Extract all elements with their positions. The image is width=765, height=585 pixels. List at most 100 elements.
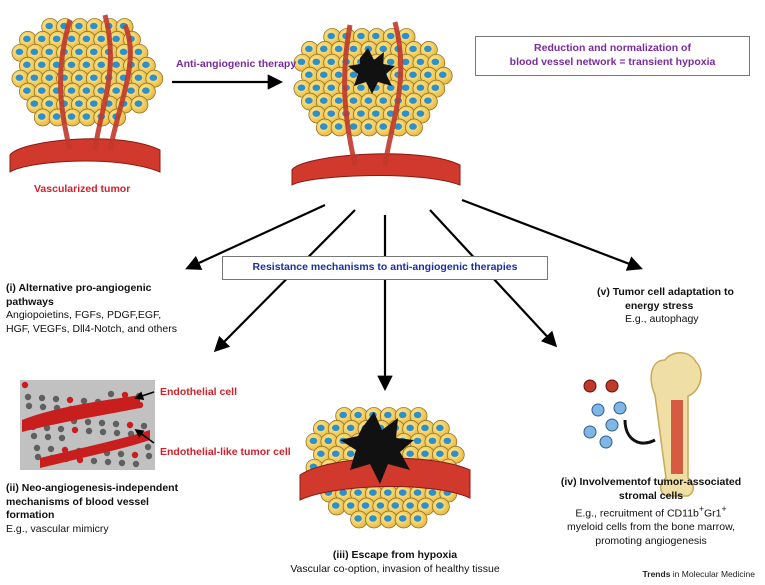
cell-nucleus <box>357 32 365 40</box>
cell-nucleus <box>331 450 340 457</box>
cell-nucleus <box>357 84 365 91</box>
cell-nucleus <box>406 424 414 432</box>
mechanism-ii: (ii) Neo-angiogenesis-independent mechan… <box>6 482 246 536</box>
cell-nucleus <box>37 35 46 43</box>
mimicry-cell <box>44 433 52 441</box>
cell-nucleus <box>312 58 321 66</box>
mimicry-cell <box>84 418 92 426</box>
cell-nucleus <box>112 35 120 43</box>
cell-nucleus <box>450 450 459 457</box>
cell-nucleus <box>386 32 395 40</box>
cell-nucleus <box>319 123 328 130</box>
cell-nucleus <box>424 45 432 53</box>
cell-nucleus <box>401 110 410 117</box>
mimicry-cell <box>90 457 98 465</box>
mechanism-i: (i) Alternative pro-angiogenic pathways … <box>6 282 206 336</box>
cell-nucleus <box>346 424 355 432</box>
cell-nucleus <box>349 45 358 53</box>
cell-nucleus <box>45 100 54 107</box>
mechanism-iv-detail-2: myeloid cells from the bone marrow, <box>566 521 736 533</box>
cell-nucleus <box>436 502 444 509</box>
cell-nucleus <box>37 87 46 94</box>
cell-nucleus <box>305 71 313 78</box>
cell-nucleus <box>327 84 336 91</box>
cell-nucleus <box>416 84 425 91</box>
cell-nucleus <box>334 123 343 130</box>
cell-nucleus <box>89 100 98 107</box>
cell-nucleus <box>134 100 143 107</box>
mimicry-cell <box>107 390 115 398</box>
cell-nucleus <box>421 424 429 432</box>
mimicry-cell <box>34 453 42 461</box>
cell-nucleus <box>30 48 39 56</box>
mechanism-iv-sup-1: + <box>698 504 704 514</box>
cell-nucleus <box>23 61 31 68</box>
cell-nucleus <box>401 58 410 66</box>
cell-nucleus <box>354 515 362 522</box>
cell-nucleus <box>346 502 355 509</box>
cell-nucleus <box>346 450 355 457</box>
cell-nucleus <box>349 97 358 104</box>
cell-nucleus <box>431 84 440 91</box>
cell-nucleus <box>67 113 76 120</box>
cell-nucleus <box>142 87 150 94</box>
cell-nucleus <box>112 87 120 94</box>
mimicry-cell <box>131 451 139 459</box>
mechanism-v-title-2: energy stress <box>625 299 694 312</box>
cell-nucleus <box>413 411 422 419</box>
arrow-to-v <box>461 198 643 271</box>
mimicry-cell <box>140 422 148 430</box>
mimicry-cell <box>24 393 32 401</box>
mechanism-iv-detail-1: E.g., recruitment of CD11b+Gr1+ <box>540 503 762 521</box>
cell-nucleus <box>331 424 340 432</box>
mechanism-iii-title: (iii) Escape from hypoxia <box>332 549 458 561</box>
cell-nucleus <box>409 97 417 104</box>
normalization-line-1: Reduction and normalization of <box>534 42 691 54</box>
cell-nucleus <box>97 87 106 94</box>
cell-nucleus <box>371 110 380 117</box>
cell-nucleus <box>431 58 440 66</box>
mechanism-iv-title-2: stromal cells <box>618 489 684 502</box>
cell-nucleus <box>401 32 410 40</box>
mimicry-cell <box>112 420 120 428</box>
cell-nucleus <box>421 450 429 457</box>
mechanism-iv-sup-2: + <box>721 504 727 514</box>
cell-nucleus <box>82 87 91 94</box>
therapy-label: Anti-angiogenic therapy <box>176 58 297 70</box>
cell-nucleus <box>339 411 348 419</box>
cell-nucleus <box>89 74 98 81</box>
cell-nucleus <box>319 97 328 104</box>
cell-nucleus <box>354 489 362 496</box>
cell-nucleus <box>331 502 340 509</box>
cell-nucleus <box>443 437 452 445</box>
mimicry-cell <box>57 425 65 433</box>
cell-nucleus <box>327 110 336 117</box>
bone-marrow-illustration <box>583 352 702 497</box>
cell-nucleus <box>82 35 91 43</box>
mimicry-cell <box>99 428 107 436</box>
cell-nucleus <box>149 74 158 81</box>
cell-nucleus <box>416 58 425 66</box>
mimicry-cell <box>21 381 29 389</box>
cell-nucleus <box>379 123 388 130</box>
cell-nucleus <box>127 87 135 94</box>
cell-nucleus <box>436 424 444 432</box>
cell-nucleus <box>75 74 83 81</box>
cell-nucleus <box>309 437 318 445</box>
mimicry-cell <box>126 421 134 429</box>
cell-nucleus <box>89 22 98 30</box>
cell-nucleus <box>305 97 313 104</box>
cell-nucleus <box>379 45 388 53</box>
mechanism-ii-detail: E.g., vascular mimicry <box>6 522 109 535</box>
treated-tumor-illustration <box>291 21 461 186</box>
cell-nucleus <box>409 71 417 78</box>
cell-nucleus <box>52 61 61 68</box>
mechanism-iii-detail: Vascular co-option, invasion of healthy … <box>290 562 500 575</box>
cell-nucleus <box>406 502 414 509</box>
mechanism-v-title-1: (v) Tumor cell adaptation to <box>597 286 734 298</box>
mechanism-v-detail: E.g., autophagy <box>625 313 699 325</box>
mechanism-i-detail-2: HGF, VEGFs, Dll4-Notch, and others <box>6 322 177 335</box>
cell-nucleus <box>428 437 437 445</box>
cell-nucleus <box>45 48 54 56</box>
